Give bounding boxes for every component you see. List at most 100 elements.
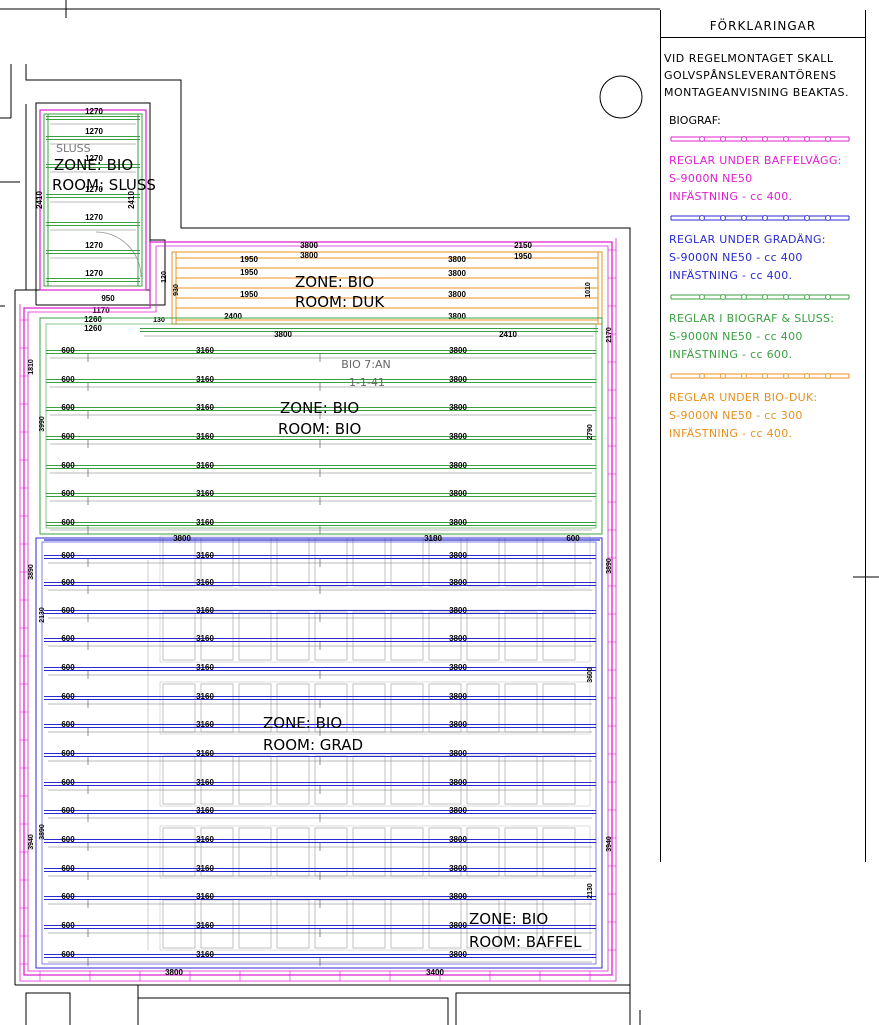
dimension-label: 1170 xyxy=(92,306,110,315)
dimension-label: 1270 xyxy=(85,213,103,222)
dimension-label: 3160 xyxy=(196,806,214,815)
dimension-label: 3890 xyxy=(28,564,35,580)
legend-symbol-dot xyxy=(699,136,705,142)
legend-symbol-dot xyxy=(783,373,789,379)
legend-symbol-dot xyxy=(699,373,705,379)
seat-row-outline xyxy=(159,681,591,735)
legend-item-biograf-sluss: REGLAR I BIOGRAF & SLUSS: S-9000N NE50 -… xyxy=(669,291,865,364)
dimension-label: 3800 xyxy=(449,720,467,729)
zone-label: ZONE: BIO xyxy=(263,714,342,732)
seat xyxy=(162,537,196,587)
dimension-label: 1270 xyxy=(85,107,103,116)
dimension-label: 3800 xyxy=(449,663,467,672)
room-label: ROOM: BIO xyxy=(278,420,361,438)
legend-symbol-dot xyxy=(741,215,747,221)
dimension-label: 600 xyxy=(61,663,75,672)
seat xyxy=(352,755,386,805)
dimension-label: 3160 xyxy=(196,461,214,470)
dimension-label: 3800 xyxy=(449,551,467,560)
dimension-label: 600 xyxy=(566,534,580,543)
legend-item-bio-duk: REGLAR UNDER BIO-DUK: S-9000N NE50 - cc … xyxy=(669,370,865,443)
dimension-label: 3800 xyxy=(173,534,191,543)
dimension-label: 3890 xyxy=(39,824,46,840)
dimension-label: 600 xyxy=(61,864,75,873)
dimension-label: 600 xyxy=(61,606,75,615)
legend-symbol-dot xyxy=(804,373,810,379)
door-arc xyxy=(95,231,142,278)
dimension-label: 3800 xyxy=(449,518,467,527)
dimension-label: 3160 xyxy=(196,578,214,587)
room-label: ROOM: GRAD xyxy=(263,736,363,754)
dimension-label: 1950 xyxy=(240,268,258,277)
legend-text-line: INFÄSTNING - cc 400. xyxy=(669,269,793,282)
dimension-label: 1270 xyxy=(85,185,103,194)
dimension-label: 3160 xyxy=(196,692,214,701)
dimension-label: 600 xyxy=(61,950,75,959)
zone-label: ZONE: BIO xyxy=(469,910,548,928)
dimension-label: 2410 xyxy=(35,191,44,209)
room-label: ROOM: DUK xyxy=(295,293,385,311)
dimension-label: 2790 xyxy=(587,424,594,440)
dimension-label: 3800 xyxy=(449,606,467,615)
zone-label: ZONE: BIO xyxy=(54,156,133,174)
dimension-label: 3160 xyxy=(196,749,214,758)
dimension-label: 600 xyxy=(61,892,75,901)
legend-text-line: S-9000N NE50 - cc 300 xyxy=(669,409,803,422)
seat xyxy=(238,537,272,587)
seat xyxy=(466,611,500,661)
dimension-label: 600 xyxy=(61,835,75,844)
seat xyxy=(466,899,500,949)
dimension-label: 130 xyxy=(153,317,165,324)
baffel-outline-outer xyxy=(19,238,617,982)
dimension-label: 3160 xyxy=(196,634,214,643)
legend-line-symbol xyxy=(670,294,850,300)
legend-text: REGLAR UNDER BAFFELVÄGG: S-9000N NE50 IN… xyxy=(669,152,865,206)
dimension-label: 3800 xyxy=(449,892,467,901)
legend-symbol-dot xyxy=(720,373,726,379)
seat xyxy=(428,755,462,805)
legend-text-line: INFÄSTNING - cc 400. xyxy=(669,427,793,440)
seat xyxy=(162,755,196,805)
legend-panel: FÖRKLARINGAR VID REGELMONTAGET SKALL GOL… xyxy=(660,10,866,862)
dimension-label: 2410 xyxy=(499,330,517,339)
legend-text-line: INFÄSTNING - cc 600. xyxy=(669,348,793,361)
legend-symbol-dot xyxy=(699,215,705,221)
dimension-label: 1270 xyxy=(85,154,103,163)
dimension-label: 1950 xyxy=(514,252,532,261)
seat xyxy=(428,611,462,661)
dimension-label: 2130 xyxy=(587,883,594,899)
legend-symbol-dot xyxy=(783,215,789,221)
legend-symbol-dot xyxy=(699,294,705,300)
dimension-label: 3160 xyxy=(196,720,214,729)
gray-room-number: 1-1-41 xyxy=(349,376,385,389)
seat-row-outline xyxy=(159,825,591,879)
zone-label: ZONE: BIO xyxy=(295,273,374,291)
dimension-label: 3940 xyxy=(606,836,613,852)
zone-label: ZONE: BIO xyxy=(280,399,359,417)
dimension-label: 2130 xyxy=(39,607,46,623)
dimension-label: 3400 xyxy=(426,968,444,977)
legend-symbol-dot xyxy=(762,136,768,142)
dimension-label: 600 xyxy=(61,720,75,729)
seat xyxy=(200,611,234,661)
dimension-label: 3800 xyxy=(449,578,467,587)
dimension-label: 600 xyxy=(61,634,75,643)
dimension-label: 3800 xyxy=(449,749,467,758)
dimension-label: 3800 xyxy=(449,432,467,441)
seat xyxy=(390,611,424,661)
room-label: ROOM: BAFFEL xyxy=(469,933,582,951)
legend-line-symbol xyxy=(670,136,850,142)
dimension-label: 3800 xyxy=(300,251,318,260)
seat xyxy=(542,611,576,661)
dimension-label: 3160 xyxy=(196,921,214,930)
dimension-label: 1260 xyxy=(84,315,102,324)
dimension-label: 600 xyxy=(61,551,75,560)
legend-symbol-dot xyxy=(720,136,726,142)
legend-symbol-dot xyxy=(741,136,747,142)
legend-symbol-dot xyxy=(762,215,768,221)
dimension-label: 3800 xyxy=(449,375,467,384)
seat-row-outline xyxy=(159,897,591,951)
legend-symbol-dot xyxy=(720,215,726,221)
dimension-label: 3800 xyxy=(165,968,183,977)
